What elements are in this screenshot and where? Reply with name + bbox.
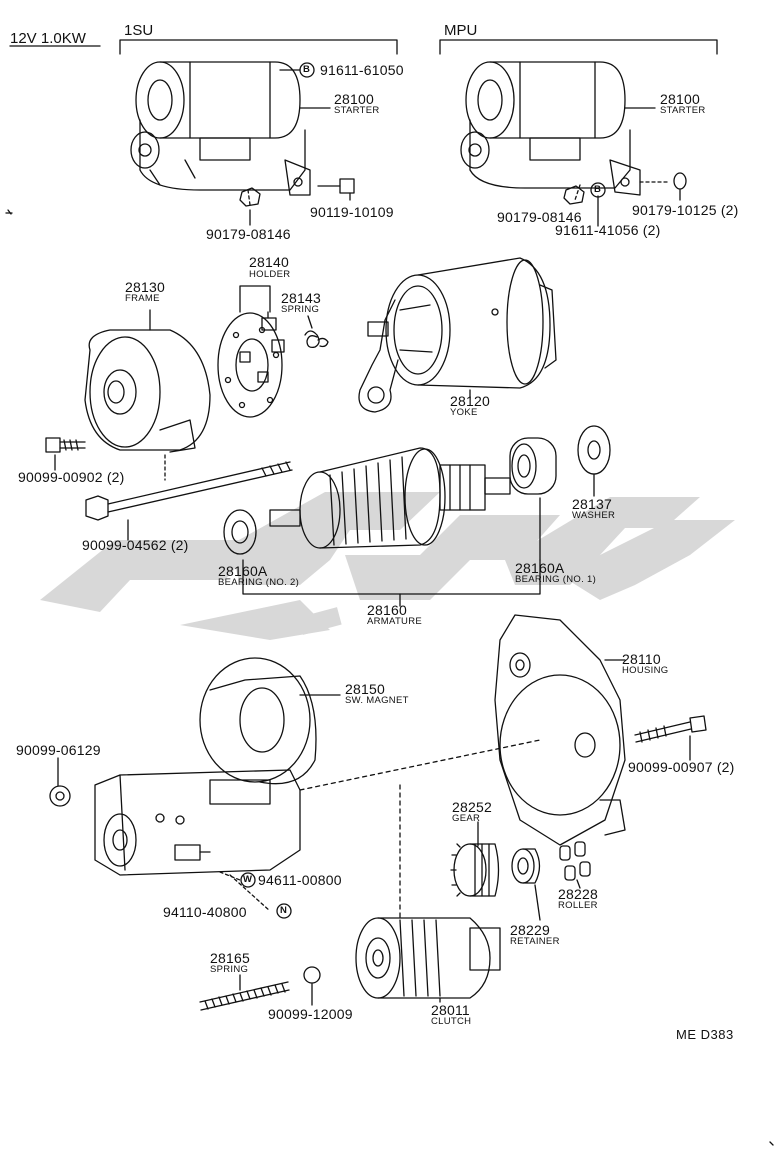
part-name-housing: HOUSING: [622, 665, 669, 676]
part-number-90179-08146-1su: 90179-08146: [206, 226, 291, 242]
part-number-28011: 28011: [431, 1002, 470, 1018]
spec-label: 12V 1.0KW: [10, 30, 86, 47]
part-name-washer: WASHER: [572, 510, 616, 521]
part-number-28160: 28160: [367, 602, 407, 618]
part-number-28100-mpu: 28100: [660, 91, 700, 107]
spring-drawing: [199, 981, 290, 1011]
marker-w: [240, 872, 256, 888]
part-number-28130: 28130: [125, 279, 165, 295]
part-number-28160a-no2: 28160A: [218, 563, 268, 579]
part-number-94611-00800: 94611-00800: [258, 872, 342, 888]
part-name-starter-mpu: STARTER: [660, 105, 706, 116]
circled-markers: [240, 62, 606, 919]
part-number-28229: 28229: [510, 922, 550, 938]
part-number-28110: 28110: [622, 651, 661, 667]
part-name-clutch: CLUTCH: [431, 1016, 472, 1027]
part-name-roller: ROLLER: [558, 900, 598, 911]
frame-drawing: [84, 329, 211, 453]
part-number-28120: 28120: [450, 393, 490, 409]
part-number-94110-40800: 94110-40800: [163, 904, 247, 920]
part-number-28143: 28143: [281, 290, 321, 306]
starter-mpu-drawing: [460, 61, 641, 196]
part-name-spring-28143: SPRING: [281, 304, 320, 315]
part-name-frame: FRAME: [125, 293, 160, 304]
gear-drawing: [450, 843, 500, 897]
part-name-gear: GEAR: [452, 813, 481, 824]
part-name-armature: ARMATURE: [367, 616, 423, 627]
part-number-28140: 28140: [249, 254, 289, 270]
part-number-90179-10125: 90179-10125 (2): [632, 202, 739, 218]
yoke-drawing: [358, 257, 557, 413]
part-number-28100-1su: 28100: [334, 91, 374, 107]
marker-letter-n: N: [280, 905, 288, 916]
marker-n: [276, 903, 292, 919]
part-number-28150: 28150: [345, 681, 385, 697]
part-number-90179-08146-mpu: 90179-08146: [497, 209, 582, 225]
marker-b-1: [299, 62, 315, 78]
part-name-sw-magnet: SW. MAGNET: [345, 695, 409, 706]
part-number-90119-10109: 90119-10109: [310, 204, 394, 220]
part-number-90099-12009: 90099-12009: [268, 1006, 353, 1022]
holder-drawing: [217, 312, 285, 418]
group-label-mpu: MPU: [444, 22, 478, 39]
marker-letter-b-2: B: [594, 184, 602, 195]
part-number-91611-41056: 91611-41056 (2): [555, 222, 661, 238]
part-number-90099-00907: 90099-00907 (2): [628, 759, 735, 775]
marker-letter-w: W: [243, 874, 253, 885]
marker-b-2: [590, 182, 606, 198]
part-name-spring-28165: SPRING: [210, 964, 249, 975]
part-name-bearing-no1: BEARING (NO. 1): [515, 574, 597, 585]
part-number-90099-06129: 90099-06129: [16, 742, 101, 758]
drawing-code: ME D383: [676, 1027, 734, 1042]
part-number-28160a-no1: 28160A: [515, 560, 565, 576]
part-number-28228: 28228: [558, 886, 598, 902]
part-name-yoke: YOKE: [450, 407, 478, 418]
marker-letter-b-1: B: [303, 64, 311, 75]
group-label-1su: 1SU: [124, 22, 154, 39]
part-name-retainer: RETAINER: [510, 936, 560, 947]
part-number-90099-00902: 90099-00902 (2): [18, 469, 125, 485]
part-number-28165: 28165: [210, 950, 250, 966]
armature-drawing: [269, 447, 511, 549]
part-name-starter-1su: STARTER: [334, 105, 380, 116]
part-number-90099-04562: 90099-04562 (2): [82, 537, 189, 553]
part-name-bearing-no2: BEARING (NO. 2): [218, 577, 300, 588]
watermark-logo: [40, 492, 735, 640]
starter-1su-drawing: [130, 61, 311, 196]
part-number-28252: 28252: [452, 799, 492, 815]
part-number-91611-61050: 91611-61050: [320, 62, 404, 78]
housing-drawing: [494, 614, 626, 846]
sw-magnet-drawing: [94, 657, 317, 876]
part-number-28137: 28137: [572, 496, 612, 512]
part-name-holder: HOLDER: [249, 269, 291, 280]
clutch-drawing: [355, 917, 501, 999]
